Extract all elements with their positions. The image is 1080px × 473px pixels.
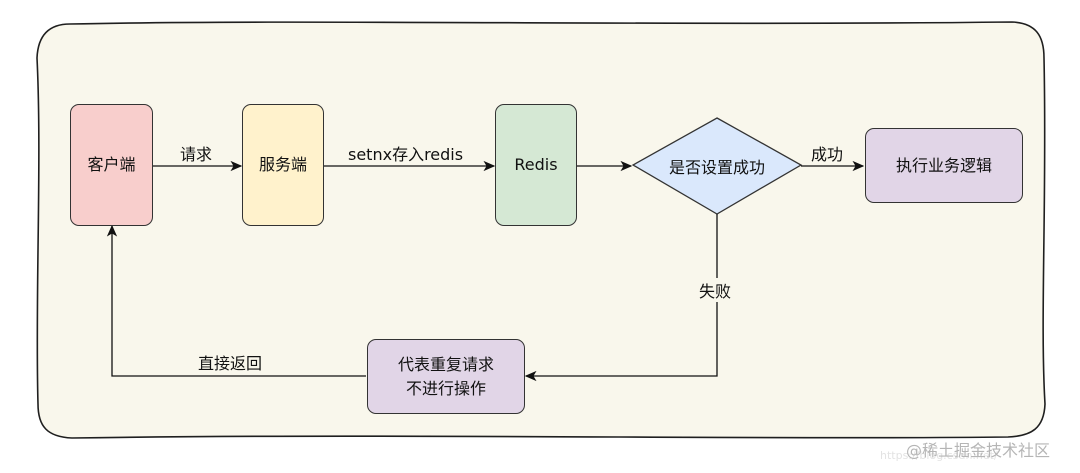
node-client: 客户端 <box>70 104 153 226</box>
node-retry-label-line1: 代表重复请求 <box>397 355 494 375</box>
edge-fail <box>524 214 718 382</box>
edge-return <box>106 224 366 377</box>
edge-return-label: 直接返回 <box>198 354 263 373</box>
edge-request-label: 请求 <box>180 145 213 164</box>
edge-setnx-label: setnx存入redis <box>348 145 464 164</box>
node-client-label: 客户端 <box>87 155 136 175</box>
node-business: 执行业务逻辑 <box>865 128 1023 203</box>
node-redis: Redis <box>495 104 577 226</box>
node-retry: 代表重复请求 不进行操作 <box>367 339 525 414</box>
edge-fail-label: 失败 <box>697 278 734 302</box>
node-server-label: 服务端 <box>258 155 307 175</box>
node-retry-label-line2: 不进行操作 <box>405 378 486 398</box>
node-redis-label: Redis <box>514 155 558 175</box>
node-server: 服务端 <box>242 104 324 226</box>
watermark-ghost-text: https://blog.csdn.net/ <box>880 449 998 462</box>
node-business-label: 执行业务逻辑 <box>895 155 992 175</box>
edge-success-label: 成功 <box>811 145 844 164</box>
node-decision-label: 是否设置成功 <box>668 158 765 177</box>
watermark-text: @稀土掘金技术社区 <box>906 441 1051 460</box>
